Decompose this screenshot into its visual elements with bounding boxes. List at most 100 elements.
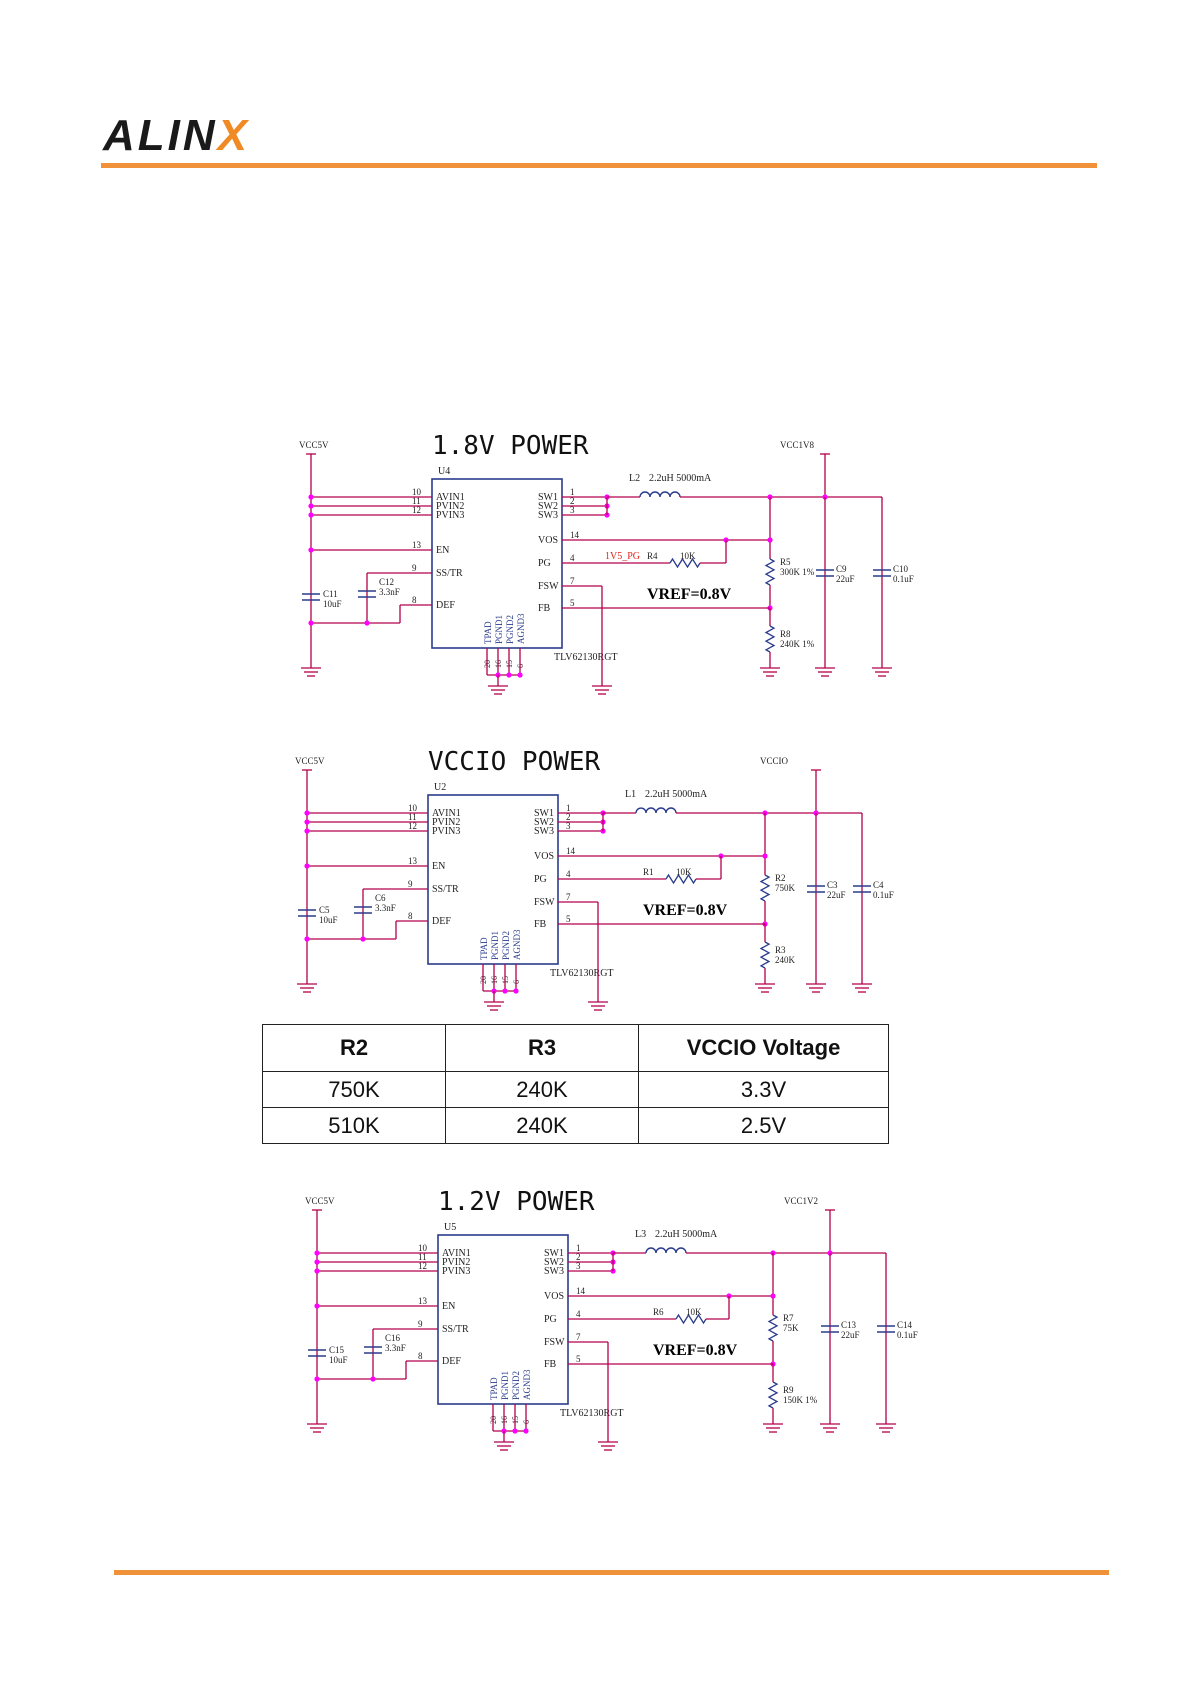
ic-ref: U5 bbox=[444, 1222, 456, 1233]
table-header-row: R2 R3 VCCIO Voltage bbox=[262, 1024, 889, 1072]
pin-label: SW1 bbox=[544, 1248, 564, 1259]
output-inductor bbox=[639, 491, 681, 498]
pin-label: TPAD bbox=[483, 621, 493, 644]
inductor-ref: L3 bbox=[635, 1229, 646, 1240]
ground-symbol bbox=[297, 983, 317, 993]
pg-pullup-resistor bbox=[669, 557, 701, 569]
pin-label: PGND1 bbox=[494, 615, 504, 644]
pin-label: VOS bbox=[538, 535, 558, 546]
pin-label: PGND2 bbox=[505, 615, 515, 644]
cout1-ref: C9 bbox=[836, 564, 847, 574]
feedback-resistor-top bbox=[767, 1314, 779, 1342]
footer-rule bbox=[114, 1570, 1109, 1575]
vin-label: VCC5V bbox=[305, 1196, 335, 1206]
output-inductor bbox=[635, 807, 677, 814]
pin-number: 7 bbox=[566, 892, 571, 902]
pin-number: 10 bbox=[412, 487, 422, 497]
rbot-value: 240K 1% bbox=[780, 639, 815, 649]
pin-label: PVIN3 bbox=[436, 510, 464, 521]
pin-number: 8 bbox=[408, 911, 413, 921]
junction-dot bbox=[308, 503, 314, 509]
rpg-value: 10K bbox=[676, 867, 692, 877]
ground-symbol bbox=[755, 983, 775, 993]
rbot-ref: R8 bbox=[780, 629, 791, 639]
junction-dot bbox=[314, 1259, 320, 1265]
junction-dot bbox=[304, 810, 310, 816]
ground-symbol bbox=[852, 983, 872, 993]
pin-number: 9 bbox=[418, 1319, 423, 1329]
pin-label: PG bbox=[534, 874, 547, 885]
ground-symbol bbox=[760, 667, 780, 677]
junction-dot bbox=[308, 512, 314, 518]
pin-label: SS/TR bbox=[436, 568, 463, 579]
rtop-ref: R2 bbox=[775, 873, 786, 883]
cout2-value: 0.1uF bbox=[897, 1330, 918, 1340]
pin-label: VOS bbox=[534, 851, 554, 862]
cout2-value: 0.1uF bbox=[873, 890, 894, 900]
ic-ref: U2 bbox=[434, 782, 446, 793]
table-header-r2: R2 bbox=[262, 1024, 446, 1072]
pin-label: VOS bbox=[544, 1291, 564, 1302]
css-value: 3.3nF bbox=[375, 903, 396, 913]
pin-number: 2 bbox=[576, 1252, 581, 1262]
junction-dot bbox=[370, 1376, 376, 1382]
pin-number: 14 bbox=[570, 530, 580, 540]
junction-dot bbox=[364, 620, 370, 626]
pin-number: 1 bbox=[570, 487, 575, 497]
rbot-value: 240K bbox=[775, 955, 796, 965]
ground-symbol bbox=[494, 1441, 514, 1451]
pin-number: 12 bbox=[412, 505, 421, 515]
rpg-ref: R4 bbox=[647, 551, 658, 561]
pin-label: EN bbox=[436, 545, 449, 556]
junction-dot bbox=[314, 1376, 320, 1382]
pin-number: 5 bbox=[570, 598, 575, 608]
pin-number: 5 bbox=[576, 1354, 581, 1364]
ground-symbol bbox=[301, 667, 321, 677]
pin-label: FB bbox=[538, 603, 551, 614]
ground-symbol bbox=[820, 1423, 840, 1433]
vref-label: VREF=0.8V bbox=[643, 902, 728, 919]
vref-label: VREF=0.8V bbox=[647, 586, 732, 603]
inductor-ref: L1 bbox=[625, 789, 636, 800]
rbot-ref: R3 bbox=[775, 945, 786, 955]
pin-label: DEF bbox=[442, 1356, 461, 1367]
pin-number: 11 bbox=[412, 496, 421, 506]
rbot-value: 150K 1% bbox=[783, 1395, 818, 1405]
pin-label: TPAD bbox=[479, 937, 489, 960]
pin-label: SW3 bbox=[538, 510, 558, 521]
cout1-value: 22uF bbox=[836, 574, 855, 584]
ground-symbol bbox=[872, 667, 892, 677]
junction-dot bbox=[767, 537, 773, 543]
cin-ref: C11 bbox=[323, 589, 338, 599]
cout1-ref: C13 bbox=[841, 1320, 857, 1330]
pin-number: 13 bbox=[418, 1296, 428, 1306]
table-cell: 750K bbox=[262, 1071, 446, 1108]
rbot-ref: R9 bbox=[783, 1385, 794, 1395]
rpg-ref: R1 bbox=[643, 867, 654, 877]
pin-number: 2 bbox=[566, 812, 571, 822]
table-row: 750K 240K 3.3V bbox=[262, 1071, 889, 1108]
pin-label: SW3 bbox=[534, 826, 554, 837]
schematic-title: 1.8V POWER bbox=[432, 431, 589, 461]
vref-label: VREF=0.8V bbox=[653, 1342, 738, 1359]
pin-label: PVIN3 bbox=[432, 826, 460, 837]
pin-label: SW1 bbox=[534, 808, 554, 819]
pg-pullup-resistor bbox=[665, 873, 697, 885]
pg-pullup-resistor bbox=[675, 1313, 707, 1325]
pin-number: 9 bbox=[412, 563, 417, 573]
table-cell: 510K bbox=[262, 1107, 446, 1144]
ground-symbol bbox=[307, 1423, 327, 1433]
rpg-value: 10K bbox=[686, 1307, 702, 1317]
junction-dot bbox=[523, 1428, 529, 1434]
pin-number: 9 bbox=[408, 879, 413, 889]
inductor-value: 2.2uH 5000mA bbox=[655, 1229, 718, 1240]
junction-dot bbox=[513, 988, 519, 994]
rtop-ref: R7 bbox=[783, 1313, 794, 1323]
inductor-ref: L2 bbox=[629, 473, 640, 484]
pin-label: PVIN2 bbox=[436, 501, 464, 512]
junction-dot bbox=[308, 620, 314, 626]
junction-dot bbox=[308, 494, 314, 500]
junction-dot bbox=[506, 672, 512, 678]
ic-part-number: TLV62130RGT bbox=[554, 652, 618, 663]
